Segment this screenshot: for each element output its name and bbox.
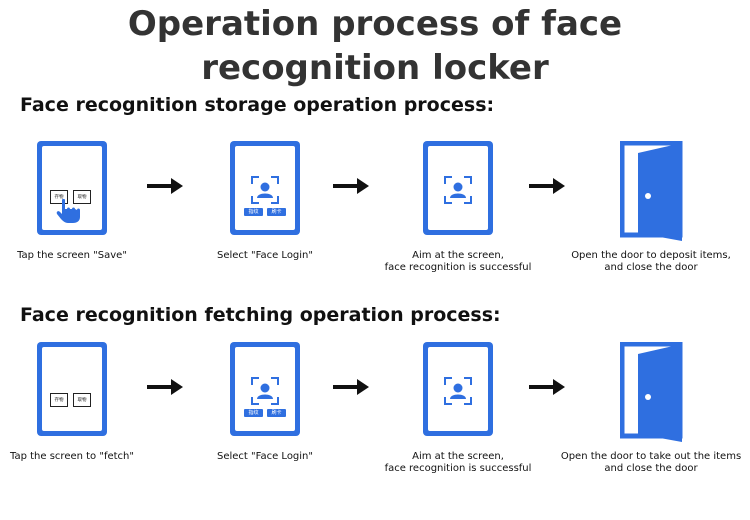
- locker-screen-device: [423, 342, 493, 436]
- arrow-right-icon: [529, 178, 565, 194]
- caption-line: face recognition is successful: [384, 463, 532, 474]
- arrow-right-icon: [529, 379, 565, 395]
- fingerprint-tag: 指纹: [244, 409, 263, 417]
- face-scan-icon: [251, 377, 279, 405]
- device-screen: [428, 146, 488, 230]
- face-scan-icon: [251, 176, 279, 204]
- locker-screen-device: 指纹 刷卡: [230, 342, 300, 436]
- device-screen: 存物 取物: [42, 347, 102, 431]
- arrow-right-icon: [333, 379, 369, 395]
- face-scan-icon: [444, 377, 472, 405]
- arrow-right-icon: [147, 379, 183, 395]
- caption-line: and close the door: [604, 463, 698, 474]
- card-tag: 刷卡: [267, 409, 286, 417]
- device-screen: 指纹 刷卡: [235, 347, 295, 431]
- caption-line: Open the door to deposit items,: [571, 250, 731, 261]
- caption-line: and close the door: [604, 262, 698, 273]
- device-screen: [428, 347, 488, 431]
- locker-screen-device: [423, 141, 493, 235]
- locker-screen-device: 指纹 刷卡: [230, 141, 300, 235]
- step-caption: Select "Face Login": [170, 250, 360, 262]
- open-door-icon: [620, 141, 683, 241]
- fetch-button-mini: 取物: [73, 393, 91, 407]
- caption-line: Select "Face Login": [217, 451, 313, 462]
- step-caption: Select "Face Login": [170, 451, 360, 463]
- hand-tap-icon: [56, 198, 80, 223]
- fetching-section-heading: Face recognition fetching operation proc…: [20, 304, 501, 326]
- arrow-right-icon: [333, 178, 369, 194]
- open-door-icon: [620, 342, 683, 442]
- step-caption: Tap the screen to "fetch": [0, 451, 167, 463]
- face-scan-icon: [444, 176, 472, 204]
- fingerprint-tag: 指纹: [244, 208, 263, 216]
- caption-line: Open the door to take out the items: [560, 451, 742, 462]
- page-title-line-1: Operation process of face: [127, 4, 623, 44]
- step-caption: Open the door to deposit items, and clos…: [556, 250, 746, 274]
- storage-flow: 存物 取物 Tap the screen "Save" 指纹 刷卡: [0, 141, 750, 291]
- fetch-button-mini: 取物: [73, 190, 91, 204]
- caption-line: Tap the screen to "fetch": [10, 451, 134, 462]
- caption-line: Aim at the screen,: [412, 451, 504, 462]
- storage-section-heading: Face recognition storage operation proce…: [20, 94, 495, 116]
- caption-line: Select "Face Login": [217, 250, 313, 261]
- device-screen: 指纹 刷卡: [235, 146, 295, 230]
- locker-screen-device: 存物 取物: [37, 141, 107, 235]
- save-button-mini: 存物: [50, 393, 68, 407]
- step-caption: Tap the screen "Save": [0, 250, 167, 262]
- arrow-right-icon: [147, 178, 183, 194]
- caption-line: face recognition is successful: [384, 262, 532, 273]
- locker-screen-device: 存物 取物: [37, 342, 107, 436]
- page-title-line-2: recognition locker: [201, 48, 549, 88]
- caption-line: Aim at the screen,: [412, 250, 504, 261]
- step-caption: Aim at the screen, face recognition is s…: [363, 250, 553, 274]
- step-caption: Open the door to take out the items and …: [556, 451, 746, 475]
- page-title: Operation process of face recognition lo…: [0, 2, 750, 90]
- device-screen: 存物 取物: [42, 146, 102, 230]
- fetching-flow: 存物 取物 Tap the screen to "fetch" 指纹 刷卡 Se: [0, 342, 750, 492]
- card-tag: 刷卡: [267, 208, 286, 216]
- step-caption: Aim at the screen, face recognition is s…: [363, 451, 553, 475]
- caption-line: Tap the screen "Save": [17, 250, 127, 261]
